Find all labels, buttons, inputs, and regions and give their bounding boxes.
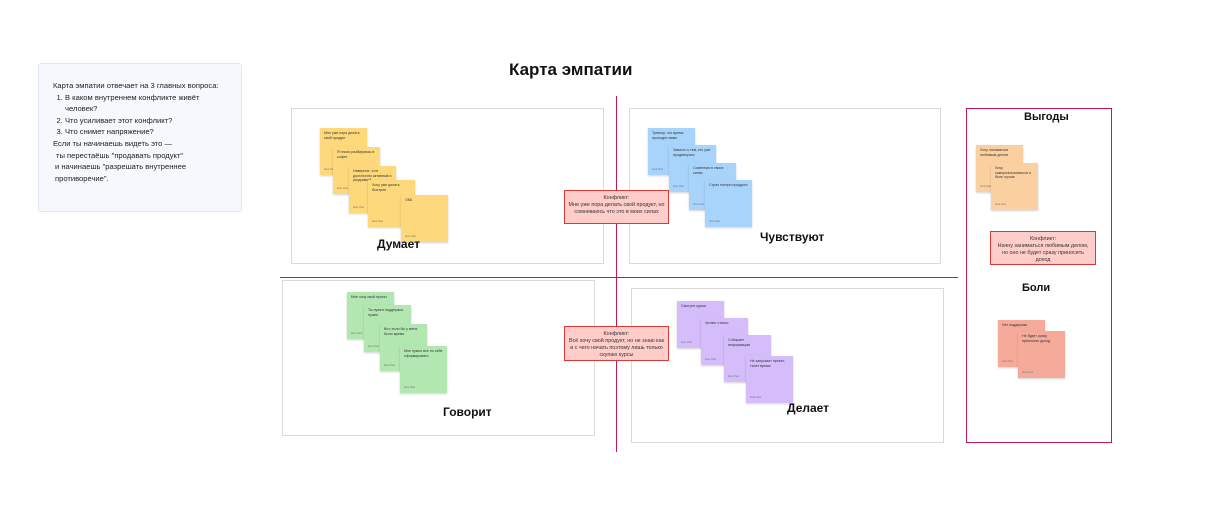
conflict-note-bottom[interactable]: Конфликт: Всё хочу свой продукт, но не з…	[564, 326, 669, 361]
sticky-author: Ник Лаз	[1002, 359, 1013, 364]
sticky-text: Читает статьи	[705, 321, 729, 325]
sticky-author: Ник Лаз	[1022, 370, 1033, 375]
quadrant-label-says: Говорит	[443, 405, 492, 419]
sticky-author: Ник Лаз	[705, 357, 716, 362]
sticky-author: Ник Лаз	[324, 167, 335, 172]
horizontal-axis-line	[280, 277, 958, 278]
sticky-text: Тревогу, что время проходит мимо	[652, 131, 684, 140]
info-outro: и начинаешь "разрешать внутреннее против…	[55, 162, 187, 183]
sticky-text: Хочу самореализоваться и быть лучше	[995, 166, 1032, 180]
sticky-author: Ник Лаз	[681, 340, 692, 345]
sticky-text: Не запускает проект, тянет время	[750, 359, 785, 368]
sticky-text: Я плохо разбираюсь в софте	[337, 150, 375, 159]
sticky-text: Ты нужен поддержка нужен	[368, 308, 403, 317]
sticky-author: Ник Лаз	[652, 167, 663, 172]
info-outro: ты перестаёшь "продавать продукт"	[56, 150, 184, 160]
quadrant-label-thinks: Думает	[377, 237, 420, 251]
sticky-text: ОКБ	[405, 198, 413, 202]
sticky-author: Ник Лаз	[750, 395, 761, 400]
sticky-author: Ник Лаз	[368, 344, 379, 349]
sticky-author: Ник Лаз	[728, 374, 739, 379]
sticky-text: Нет поддержки	[1002, 323, 1028, 327]
sticky-text: Сомнения в своих силах	[693, 166, 724, 175]
sticky-text: Хочу уже делать быстрее	[372, 183, 400, 192]
info-intro: Карта эмпатии отвечает на 3 главных вопр…	[53, 81, 219, 90]
sticky-author: Ник Лаз	[372, 219, 383, 224]
sticky-author: Ник Лаз	[405, 234, 416, 239]
vertical-axis-line	[616, 96, 617, 452]
sticky-text: Не будет сразу приносить доход	[1022, 334, 1051, 343]
sticky-author: Ник Лаз	[337, 186, 348, 191]
sticky-text: Собирает информацию	[728, 338, 751, 347]
info-question-list: В каком внутреннем конфликте живёт челов…	[53, 92, 229, 138]
sticky-author: Ник Лаз	[673, 184, 684, 189]
info-question: Что усиливает этот конфликт?	[65, 115, 229, 127]
sticky-text: Смотрит курсы	[681, 304, 707, 308]
board-title: Карта эмпатии	[509, 60, 633, 79]
sticky-text: Наверное, я не достаточно активный и уси…	[353, 169, 392, 183]
sticky-author: Ник Лаз	[980, 184, 991, 189]
sticky-note[interactable]: ОКБ Ник Лаз	[401, 195, 448, 242]
sticky-author: Ник Лаз	[709, 219, 720, 224]
quadrant-label-feels: Чувствуют	[760, 230, 825, 244]
info-question: В каком внутреннем конфликте живёт челов…	[65, 92, 229, 115]
sticky-author: Ник Лаз	[995, 202, 1006, 207]
sticky-text: Зависть к тем, кто уже продвинулся	[673, 148, 711, 157]
sticky-author: Ник Лаз	[353, 205, 364, 210]
sticky-author: Ник Лаз	[693, 202, 704, 207]
sticky-text: Мне нужно все по себе сформировать	[404, 349, 443, 358]
sticky-text: Мне уже пора делать свой продукт	[324, 131, 360, 140]
sticky-text: Вот, если бы у меня было время	[384, 327, 418, 336]
quadrant-label-does: Делает	[787, 401, 830, 415]
info-panel[interactable]: Карта эмпатии отвечает на 3 главных вопр…	[38, 63, 242, 212]
conflict-note-side[interactable]: Конфликт: Начну заниматься любимым делом…	[990, 231, 1096, 265]
info-outro: Если ты начинаешь видеть это —	[53, 138, 173, 148]
sticky-author: Ник Лаз	[351, 331, 362, 336]
sticky-author: Ник Лаз	[384, 363, 395, 368]
conflict-note-top[interactable]: Конфликт: Мне уже пора делать свой проду…	[564, 190, 669, 224]
info-question: Что снимет напряжение?	[65, 126, 229, 138]
sticky-text: Страх потери продукта	[709, 183, 748, 187]
gains-label: Выгоды	[1024, 111, 1069, 123]
pains-label: Боли	[1022, 282, 1051, 294]
sticky-text: Хочу заниматься любимым делом	[980, 148, 1009, 157]
sticky-author: Ник Лаз	[404, 385, 415, 390]
sticky-text: Мне хочу свой проект	[351, 295, 388, 299]
